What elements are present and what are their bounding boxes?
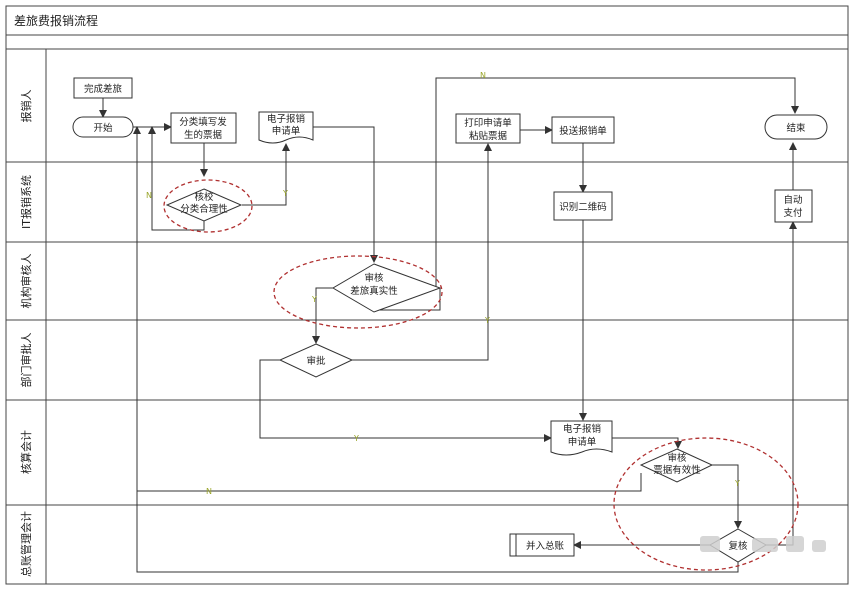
node-finish-trip: 完成差旅	[73, 77, 133, 99]
edge-review-yes-to-approve	[312, 287, 335, 344]
edge-recheck-no-loop	[136, 491, 739, 573]
svg-text:并入总账: 并入总账	[526, 540, 565, 552]
svg-text:电子报销: 电子报销	[267, 113, 306, 125]
svg-text:粘贴票据: 粘贴票据	[469, 130, 508, 142]
lane-label-org-reviewer: 机构审核人	[19, 254, 33, 309]
highlight-ellipse	[273, 255, 443, 329]
svg-text:打印申请单: 打印申请单	[464, 117, 512, 129]
lane-label-ledger-accountant: 总账管理会计	[19, 511, 33, 577]
svg-text:审核: 审核	[667, 452, 687, 464]
lane-label-claimant: 报销人	[19, 90, 33, 123]
lane-label-dept-approver: 部门审批人	[19, 333, 33, 388]
node-approve: 审批	[278, 343, 354, 378]
outer-frame	[5, 5, 849, 585]
node-end: 结束	[764, 114, 828, 140]
edge-validity-yes-to-recheck	[712, 464, 742, 529]
svg-text:申请单: 申请单	[568, 436, 597, 448]
node-fill-invoices: 分类填写发 生的票据	[170, 112, 237, 144]
lane-label-it-system: IT报销系统	[19, 175, 33, 229]
edge-label-yes: Y	[353, 434, 359, 443]
svg-text:审批: 审批	[306, 355, 326, 367]
edge-eform2-to-validity	[612, 437, 682, 449]
edge-recheck-to-pay	[766, 221, 797, 546]
edge-approve-to-print	[352, 143, 492, 361]
edge-label-yes: Y	[282, 189, 288, 198]
lane-label-accountant: 核算会计	[19, 430, 33, 474]
svg-text:识别二维码: 识别二维码	[559, 201, 607, 213]
svg-text:开始: 开始	[93, 122, 113, 134]
svg-text:复核: 复核	[728, 540, 748, 552]
svg-text:申请单: 申请单	[272, 125, 301, 137]
diagram-title: 差旅费报销流程	[14, 13, 98, 28]
node-e-form-2: 电子报销 申请单	[550, 420, 613, 456]
node-scan-qr: 识别二维码	[553, 191, 613, 221]
svg-text:完成差旅: 完成差旅	[84, 83, 123, 95]
edge-label-no: N	[480, 71, 486, 80]
svg-text:生的票据: 生的票据	[184, 129, 223, 141]
node-check-classify: 核校 分类合理性	[165, 188, 243, 222]
edge-label-yes: Y	[734, 479, 740, 488]
highlight-ellipse	[163, 179, 253, 233]
edge-label-yes: Y	[484, 316, 490, 325]
svg-text:电子报销: 电子报销	[563, 423, 602, 435]
svg-text:自动: 自动	[783, 194, 802, 206]
node-review-validity: 审核 票据有效性	[639, 448, 714, 483]
node-post-ledger: 并入总账	[509, 533, 575, 557]
node-start: 开始	[72, 116, 134, 138]
edge-eform-to-review	[312, 126, 378, 263]
edge-approve-no-to-eform2	[259, 359, 552, 442]
edge-label-yes: Y	[311, 295, 317, 304]
highlight-ellipse	[613, 437, 799, 571]
svg-text:核校: 核校	[194, 191, 214, 203]
edge-check-to-eform	[242, 143, 290, 206]
edge-label-no: N	[146, 191, 152, 200]
svg-text:审核: 审核	[364, 272, 384, 284]
node-review-authenticity: 审核 差旅真实性	[332, 263, 442, 313]
svg-text:票据有效性: 票据有效性	[653, 464, 701, 476]
edge-check-no-loop	[148, 126, 205, 231]
edge-validity-no-loop	[133, 126, 642, 492]
svg-text:支付: 支付	[783, 207, 803, 219]
node-send-form: 投送报销单	[551, 116, 615, 144]
connectors	[99, 77, 797, 573]
node-auto-pay: 自动 支付	[774, 189, 813, 223]
node-e-form-1: 电子报销 申请单	[258, 111, 314, 144]
svg-text:分类合理性: 分类合理性	[180, 203, 228, 215]
node-print-form: 打印申请单 粘贴票据	[455, 113, 521, 144]
svg-text:差旅真实性: 差旅真实性	[350, 285, 398, 297]
svg-text:结束: 结束	[786, 122, 806, 134]
blurred-watermark	[700, 536, 826, 552]
svg-text:投送报销单: 投送报销单	[559, 125, 607, 137]
svg-text:分类填写发: 分类填写发	[179, 116, 227, 128]
edge-label-no: N	[206, 487, 212, 496]
